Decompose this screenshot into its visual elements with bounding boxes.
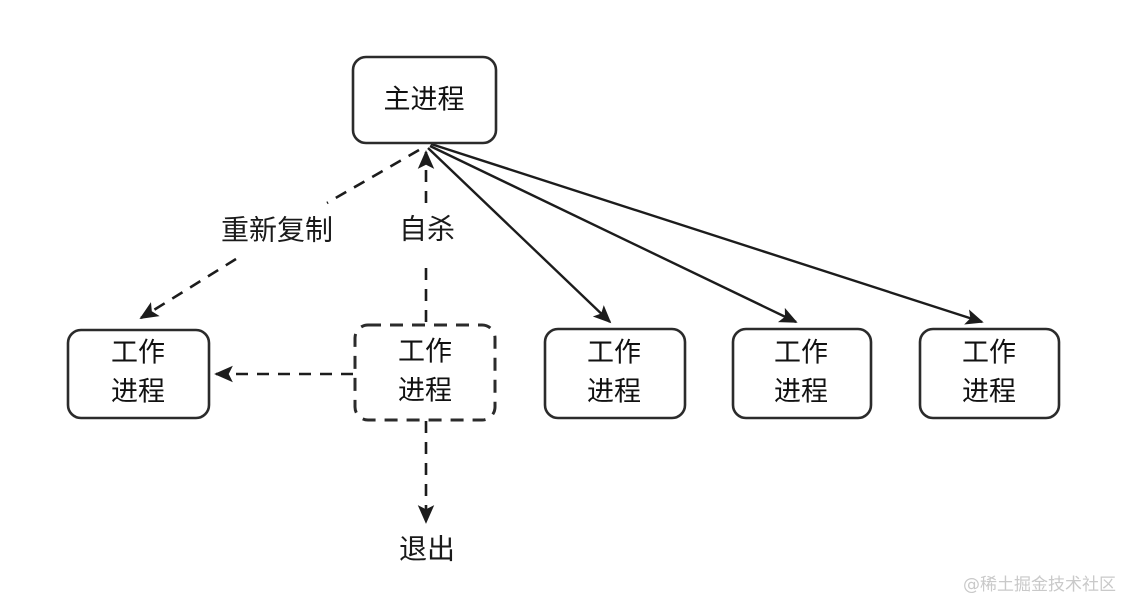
node-worker-dying-label-line2: 进程 — [398, 376, 452, 407]
edge-master-worker-5 — [430, 142, 984, 325]
watermark: @稀土掘金技术社区 — [963, 575, 1116, 595]
node-worker-restarted[interactable]: 工作 进程 — [66, 328, 211, 420]
terminal-exit-label: 退出 — [399, 533, 455, 566]
edge-respawn-segment-upper — [326, 148, 420, 205]
node-worker-4-label-line1: 工作 — [774, 338, 828, 369]
node-worker-3-label-line2: 进程 — [587, 377, 641, 408]
watermark-label: @稀土掘金技术社区 — [963, 575, 1116, 595]
node-worker-3-box[interactable] — [543, 327, 687, 420]
node-worker-4[interactable]: 工作 进程 — [731, 327, 873, 420]
node-master-process-box[interactable] — [351, 55, 498, 145]
node-worker-5-label-line1: 工作 — [962, 338, 1016, 369]
node-master-process[interactable]: 主进程 — [351, 55, 498, 145]
edge-suicide: 自杀 — [399, 150, 455, 322]
node-worker-5-box[interactable] — [918, 327, 1061, 420]
edge-respawn-segment-lower — [139, 257, 237, 320]
node-worker-4-label-line2: 进程 — [774, 377, 828, 408]
node-worker-restarted-label-line1: 工作 — [111, 338, 165, 369]
node-worker-restarted-label-line2: 进程 — [111, 377, 165, 408]
node-worker-restarted-box[interactable] — [66, 328, 211, 420]
node-worker-dying[interactable]: 工作 进程 — [353, 323, 497, 422]
edge-master-worker-3-line — [427, 147, 612, 324]
node-worker-4-box[interactable] — [731, 327, 873, 420]
edge-respawn-label: 重新复制 — [221, 214, 333, 247]
node-master-process-label: 主进程 — [384, 85, 465, 116]
edge-master-worker-4 — [429, 144, 798, 324]
edge-respawn: 重新复制 — [139, 148, 420, 320]
node-worker-5[interactable]: 工作 进程 — [918, 327, 1061, 420]
node-worker-3-label-line1: 工作 — [587, 338, 641, 369]
edge-master-worker-3 — [427, 147, 612, 324]
node-worker-dying-label-line1: 工作 — [398, 337, 452, 368]
terminal-exit: 退出 — [399, 533, 455, 566]
edge-master-worker-4-line — [429, 144, 798, 324]
node-worker-5-label-line2: 进程 — [962, 377, 1016, 408]
edge-master-worker-5-line — [430, 142, 984, 325]
node-worker-dying-box[interactable] — [353, 323, 497, 422]
node-worker-3[interactable]: 工作 进程 — [543, 327, 687, 420]
edge-suicide-label: 自杀 — [399, 213, 455, 246]
